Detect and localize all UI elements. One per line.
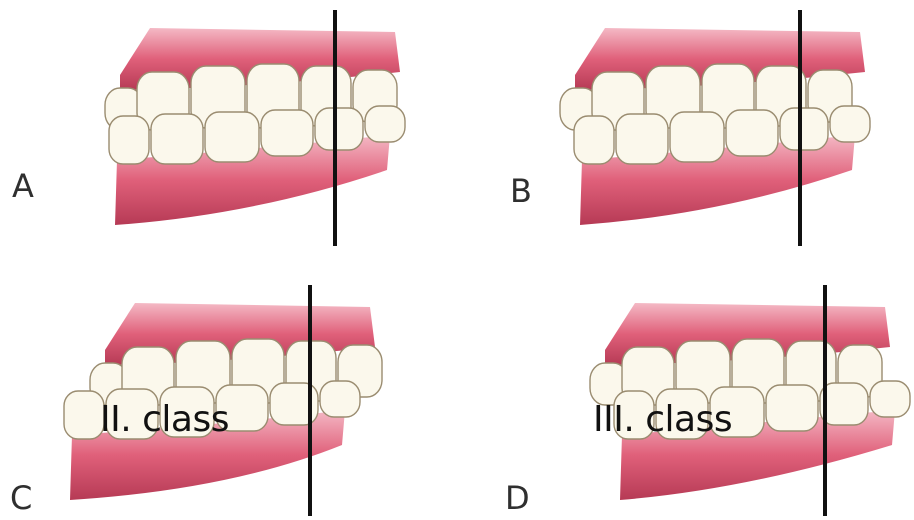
class-label-c: II. class bbox=[100, 402, 229, 438]
lower-tooth bbox=[830, 106, 870, 142]
lower-tooth bbox=[315, 108, 363, 150]
lower-tooth bbox=[870, 381, 910, 417]
class-label-d: III. class bbox=[593, 402, 732, 438]
lower-tooth bbox=[151, 114, 203, 164]
lower-tooth bbox=[616, 114, 668, 164]
lower-tooth bbox=[320, 381, 360, 417]
lower-tooth bbox=[766, 385, 818, 431]
lower-tooth bbox=[109, 116, 149, 164]
lower-tooth bbox=[64, 391, 104, 439]
panel-label-b: B bbox=[510, 175, 532, 207]
panel-a bbox=[95, 10, 415, 250]
panel-label-a: A bbox=[12, 170, 34, 202]
lower-tooth bbox=[205, 112, 259, 162]
lower-tooth bbox=[820, 383, 868, 425]
lower-tooth bbox=[726, 110, 778, 156]
lower-tooth bbox=[574, 116, 614, 164]
teeth-illustration-b bbox=[560, 10, 880, 250]
panel-label-d: D bbox=[505, 482, 530, 514]
panel-label-c: C bbox=[10, 482, 32, 514]
lower-tooth bbox=[365, 106, 405, 142]
lower-tooth bbox=[261, 110, 313, 156]
lower-tooth bbox=[670, 112, 724, 162]
lower-tooth bbox=[780, 108, 828, 150]
panel-b bbox=[560, 10, 880, 250]
teeth-illustration-a bbox=[95, 10, 415, 250]
